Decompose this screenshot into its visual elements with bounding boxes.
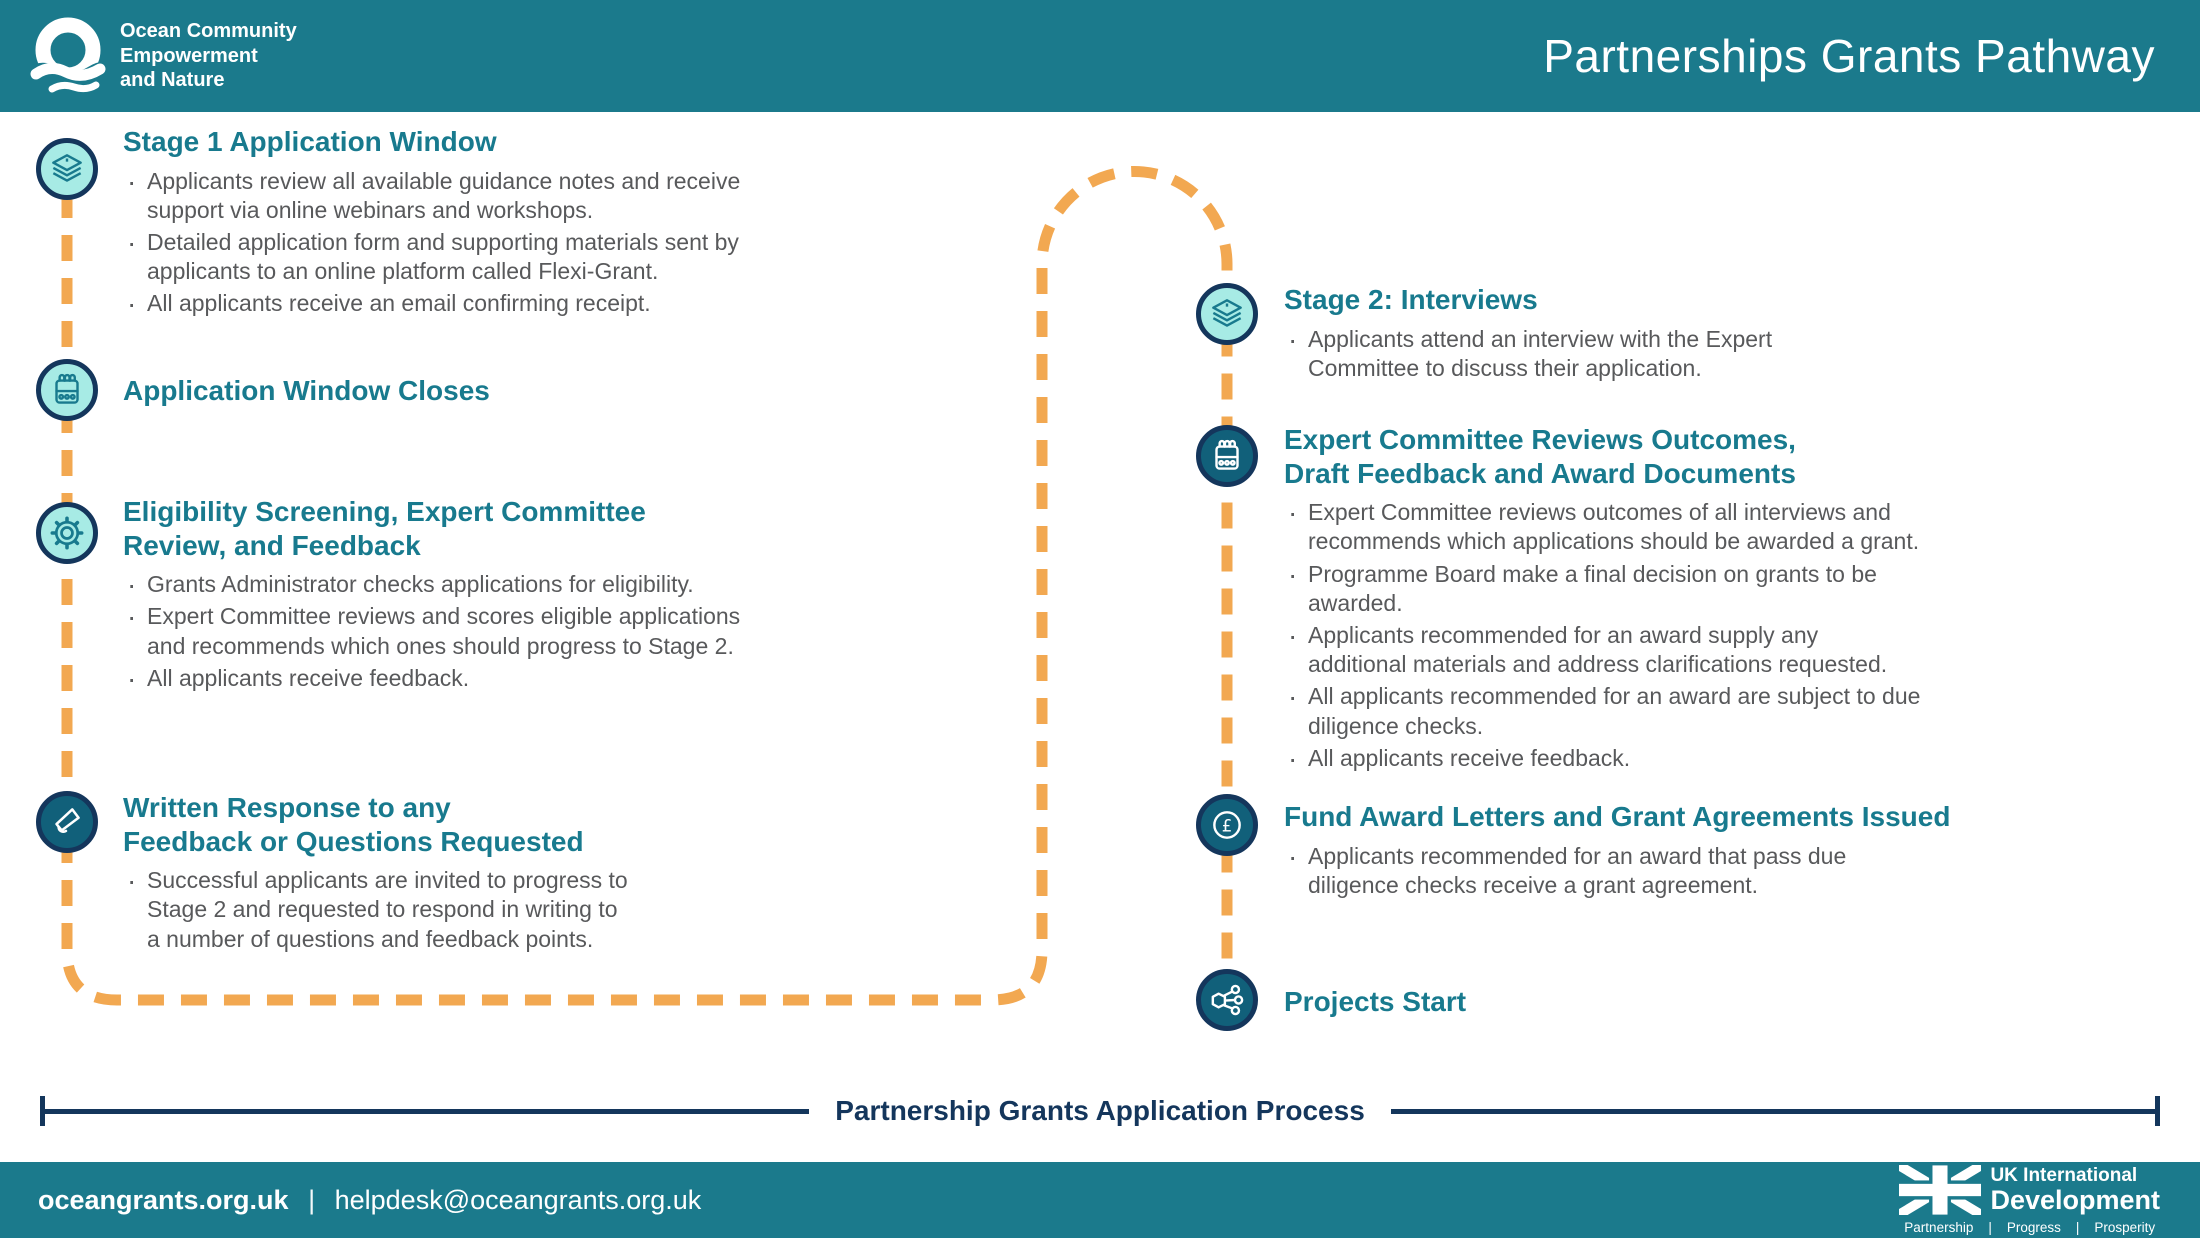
contact-separator: | [308,1184,316,1215]
bullet-item: Applicants recommended for an award supp… [1284,618,2184,679]
bullet-item: Detailed application form and supporting… [123,225,983,286]
stage-heading: Stage 2: Interviews [1284,284,1538,315]
stage-bullets: Applicants recommended for an award that… [1284,839,2184,900]
bullet-item: Expert Committee reviews outcomes of all… [1284,495,2184,556]
bullet-item: All applicants receive feedback. [1284,741,2184,777]
network-icon [1196,969,1258,1031]
stage-bullets: Expert Committee reviews outcomes of all… [1284,495,2184,777]
uk-logo-tagline: Partnership | Progress | Prosperity [1904,1220,2156,1235]
footer-contact: oceangrants.org.uk | helpdesk@oceangrant… [38,1185,701,1216]
bullet-item: Applicants review all available guidance… [123,164,983,225]
website-text: oceangrants.org.uk [38,1184,289,1215]
divider-endcap-left [40,1096,45,1126]
stage-bullets: Successful applicants are invited to pro… [123,863,983,954]
divider-rule-right [1390,1108,2155,1114]
bullet-item: All applicants receive feedback. [123,661,983,697]
stage-heading: Fund Award Letters and Grant Agreements … [1284,801,1951,832]
stage-heading: Application Window Closes [123,375,490,406]
bullet-item: Applicants recommended for an award that… [1284,839,2184,900]
divider-rule-left [45,1108,810,1114]
ocean-logo-icon [30,17,106,100]
header-bar: Ocean Community Empowerment and Nature P… [0,0,2200,112]
stage-block-projects-start: Projects Start [1284,985,2184,1027]
bullet-item: Applicants attend an interview with the … [1284,322,2184,383]
stage-block-window-closes: Application Window Closes [123,374,983,416]
stage-block-stage2-interviews: Stage 2: Interviews Applicants attend an… [1284,283,2184,386]
svg-text:£: £ [1222,817,1233,836]
stage-bullets: Applicants review all available guidance… [123,164,983,323]
bullet-item: Successful applicants are invited to pro… [123,863,983,954]
pound-icon: £ [1196,794,1258,856]
stage-heading: Projects Start [1284,986,1467,1017]
layers-icon [36,138,98,200]
stage-block-application-window: Stage 1 Application Window Applicants re… [123,125,983,322]
stage-bullets: Grants Administrator checks applications… [123,567,983,697]
stage-block-fund-award-letters: Fund Award Letters and Grant Agreements … [1284,800,2184,903]
stage-bullets: Applicants attend an interview with the … [1284,322,2184,383]
stage-heading: Stage 1 Application Window [123,126,497,157]
uk-logo-line2: Development [1990,1185,2160,1215]
stage-heading: Expert Committee Reviews Outcomes, Draft… [1284,424,1796,489]
megaphone-icon [36,791,98,853]
gear-icon [36,502,98,564]
process-divider: Partnership Grants Application Process [40,1094,2160,1128]
bullet-item: All applicants recommended for an award … [1284,679,2184,740]
logo-wordmark: Ocean Community Empowerment and Nature [120,20,297,92]
union-flag-icon [1899,1165,1982,1215]
stage-block-expert-committee-review: Expert Committee Reviews Outcomes, Draft… [1284,423,2184,777]
stage-heading: Eligibility Screening, Expert Committee … [123,496,646,561]
page-title: Partnerships Grants Pathway [1543,30,2155,82]
calendar-icon [36,359,98,421]
calendar-icon [1196,425,1258,487]
bullet-item: All applicants receive an email confirmi… [123,286,983,322]
bullet-item: Expert Committee reviews and scores elig… [123,599,983,660]
email-text: helpdesk@oceangrants.org.uk [334,1184,702,1215]
uk-logo-line1: UK International [1990,1165,2138,1186]
layers-icon [1196,283,1258,345]
bullet-item: Grants Administrator checks applications… [123,567,983,603]
footer-bar: oceangrants.org.uk | helpdesk@oceangrant… [0,1162,2200,1238]
bullet-item: Programme Board make a final decision on… [1284,557,2184,618]
stage-heading: Written Response to any Feedback or Ques… [123,792,584,857]
stage-block-written-response: Written Response to any Feedback or Ques… [123,791,983,957]
divider-label: Partnership Grants Application Process [835,1095,1365,1126]
uk-international-development-logo: UK International Development Partnership… [1899,1165,2160,1235]
divider-endcap-right [2155,1096,2160,1126]
stage-block-eligibility-screening: Eligibility Screening, Expert Committee … [123,495,983,697]
